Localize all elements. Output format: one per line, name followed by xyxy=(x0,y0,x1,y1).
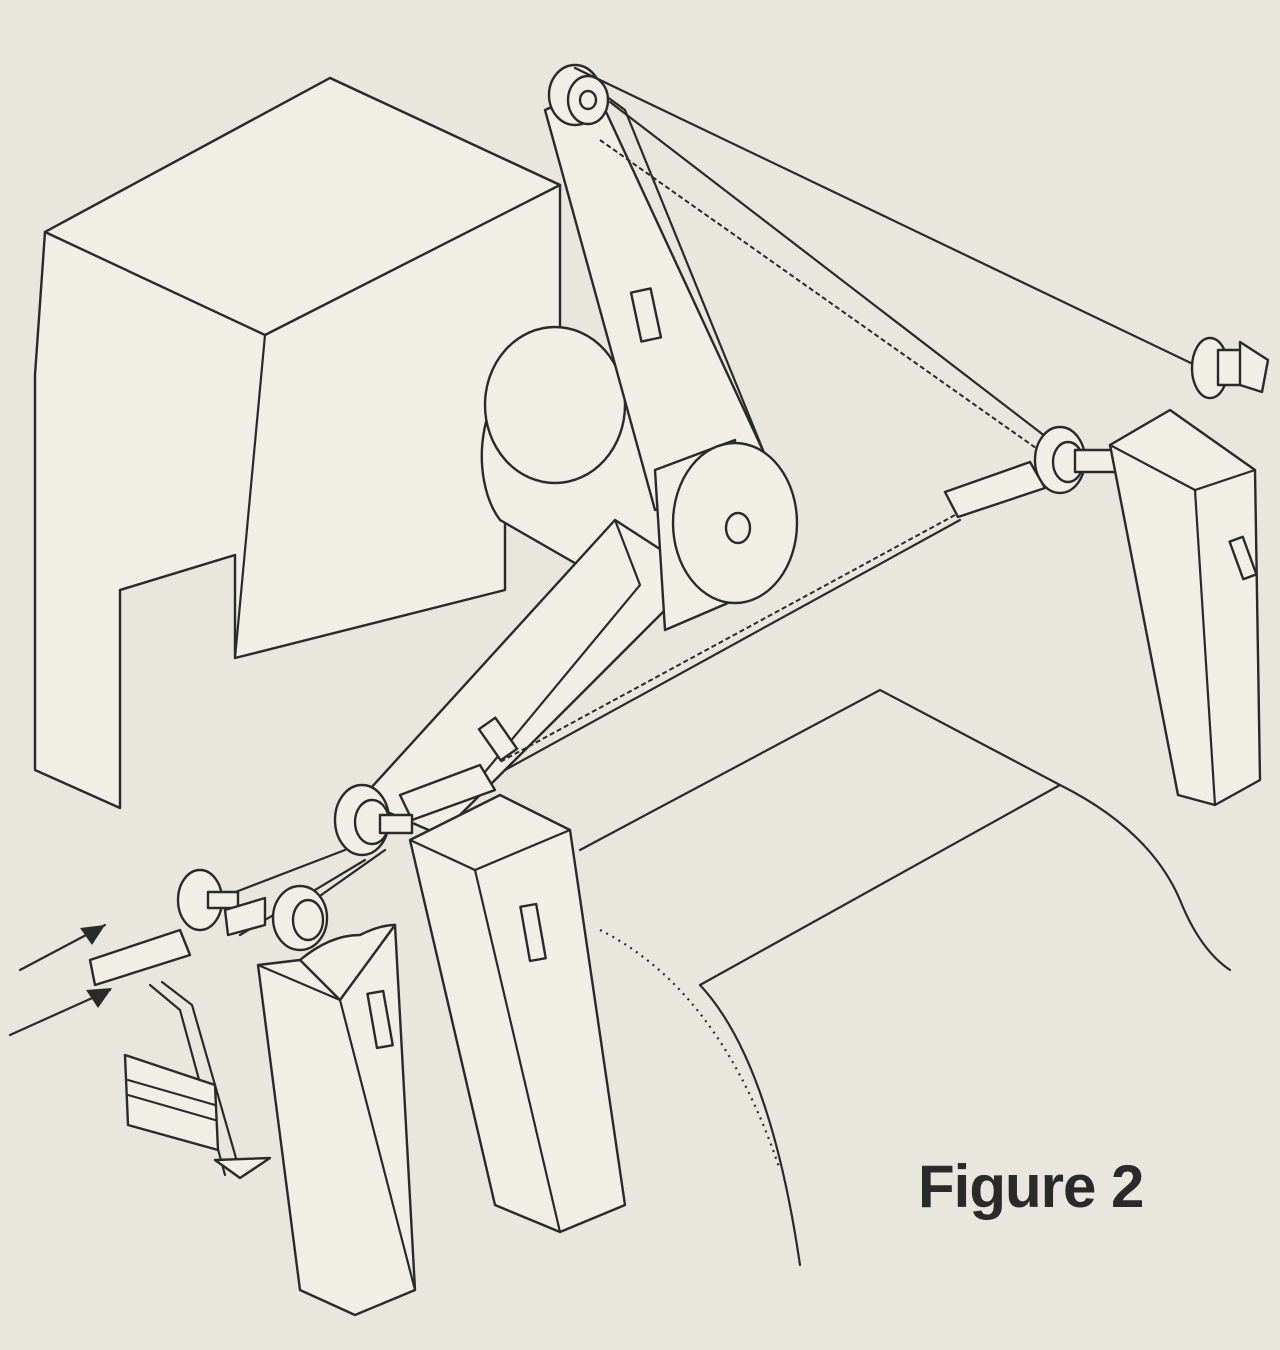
left-pulley xyxy=(88,868,267,987)
housing-block xyxy=(33,76,562,810)
top-belt-inner xyxy=(599,139,1051,459)
front-middle-pillar xyxy=(408,793,627,1234)
right-slider-block xyxy=(943,460,1047,519)
front-left-pillar xyxy=(256,923,417,1317)
main-wheel xyxy=(653,438,799,632)
far-right-pulley xyxy=(1190,336,1270,400)
lower-pulley xyxy=(271,884,329,952)
figure-caption: Figure 2 xyxy=(918,1153,1144,1220)
hatched-rail xyxy=(599,929,782,1171)
lower-belt xyxy=(499,514,956,763)
pedal-lever xyxy=(123,980,272,1180)
table-outline xyxy=(578,688,1232,1267)
lower-link-belt xyxy=(218,848,347,900)
right-pillar xyxy=(1108,408,1262,807)
top-belt xyxy=(573,66,1197,367)
top-pulley xyxy=(547,63,610,127)
right-pulley xyxy=(1033,425,1122,495)
input-arrows xyxy=(8,923,112,1037)
middle-pulley xyxy=(333,763,497,857)
